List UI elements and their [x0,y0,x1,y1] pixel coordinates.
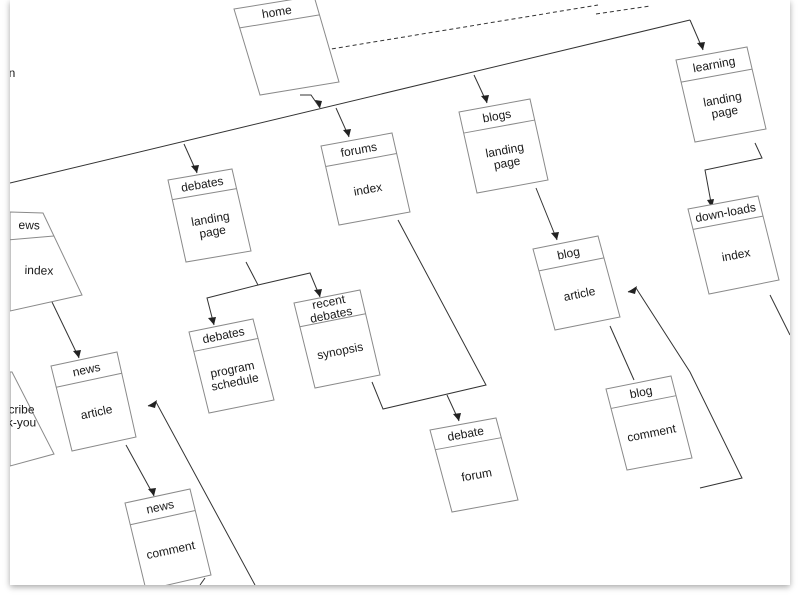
edge-debates-children [206,261,259,326]
arrow-debate [453,413,461,421]
node-box [293,289,381,389]
node-body-label: cribe [10,403,35,417]
arrow-blogarticle [551,232,559,240]
arrow-newsarticle [73,350,81,358]
node-header-label: forums [340,140,379,160]
node-body-label: index [352,180,383,199]
node-box [458,98,549,194]
node-forums: forums index [320,132,411,226]
nodes-layer: homelearninglandingpageblogslandingpagef… [10,0,780,585]
node-divider [325,153,397,168]
edge-newsarticle-newscomment [125,444,155,497]
edge-blogs-blogarticle [535,187,558,241]
arrow-blogs [481,95,489,103]
sitemap-diagram: homelearninglandingpageblogslandingpagef… [10,0,790,585]
arrow-forums [343,129,351,137]
node-debate-forum: debate forum [429,417,519,513]
node-body-label: landing [484,140,525,161]
node-subscribe: cribek-you [10,371,55,467]
arrow-newscomment [148,488,156,496]
node-divider [435,437,502,451]
edge-dashed-home [324,4,599,51]
node-body-label: page [710,103,739,122]
node-body-label: article [562,284,596,304]
node-body-label: landing [190,209,231,229]
node-body-label: forum [460,465,493,484]
node-news-article: news article [50,351,137,452]
arrow-blogarticle-back [628,286,637,294]
arrow-recent [314,289,322,297]
node-body-label: index [24,263,53,278]
node-header-label: blog [629,383,654,401]
node-divider [239,14,320,29]
node-blog-article: blog article [532,235,621,331]
node-header-label: recent [311,292,347,312]
edge-top-bus [10,19,691,184]
node-home: home [233,0,340,96]
edge-debates-recent [257,272,321,298]
node-box [50,351,137,452]
node-body-label: page [198,223,227,241]
node-divider [172,188,237,201]
node-divider [692,215,764,230]
arrow-home [315,100,322,108]
edge-learning-downloads [704,142,763,209]
edges [10,4,790,585]
node-header-label: news [145,497,175,517]
arrow-learning [697,42,705,50]
node-divider [610,395,677,409]
node-divider [299,313,366,328]
node-body-label: landing [702,89,743,110]
edge-blogarticle-blogcomment [609,325,635,381]
node-box [429,417,519,513]
node-box [605,375,693,471]
node-box [233,0,340,96]
node-body-label: page [493,154,522,173]
arrow-newsarticle-back [148,400,157,408]
edge-downloads-tail [769,294,790,336]
edge-newsindex-newsarticle [51,301,80,359]
stray-label: n [10,66,15,80]
node-divider [56,372,122,388]
node-box [124,488,212,585]
node-header-label: home [261,3,293,22]
node-divider [10,235,54,241]
node-box [167,168,252,263]
node-box [687,195,780,295]
node-box [10,371,55,467]
node-header-label: ews [18,218,40,233]
node-body-label: article [79,402,114,422]
node-divider [681,68,753,83]
edge-dashed-top [595,5,651,15]
node-body-label: k-you [10,416,36,430]
node-body-label: index [721,245,752,264]
edge-forums-debate [371,219,487,410]
arrowheads [73,42,714,496]
node-header-label: blog [556,244,581,262]
edge-newscomment-tail [199,577,206,585]
node-box [10,211,83,312]
node-header-label: blogs [481,107,512,126]
node-divider [130,510,196,526]
node-news-index: ews index [10,211,83,312]
node-divider [538,257,605,272]
node-box [320,132,411,226]
edge-home-bus [300,94,321,109]
node-header-label: debate [446,424,485,444]
node-box [188,318,275,414]
node-divider [193,337,259,352]
arrow-debates [191,165,199,173]
node-divider [463,119,535,134]
arrow-programs [208,317,216,325]
node-header-label: news [71,360,101,380]
